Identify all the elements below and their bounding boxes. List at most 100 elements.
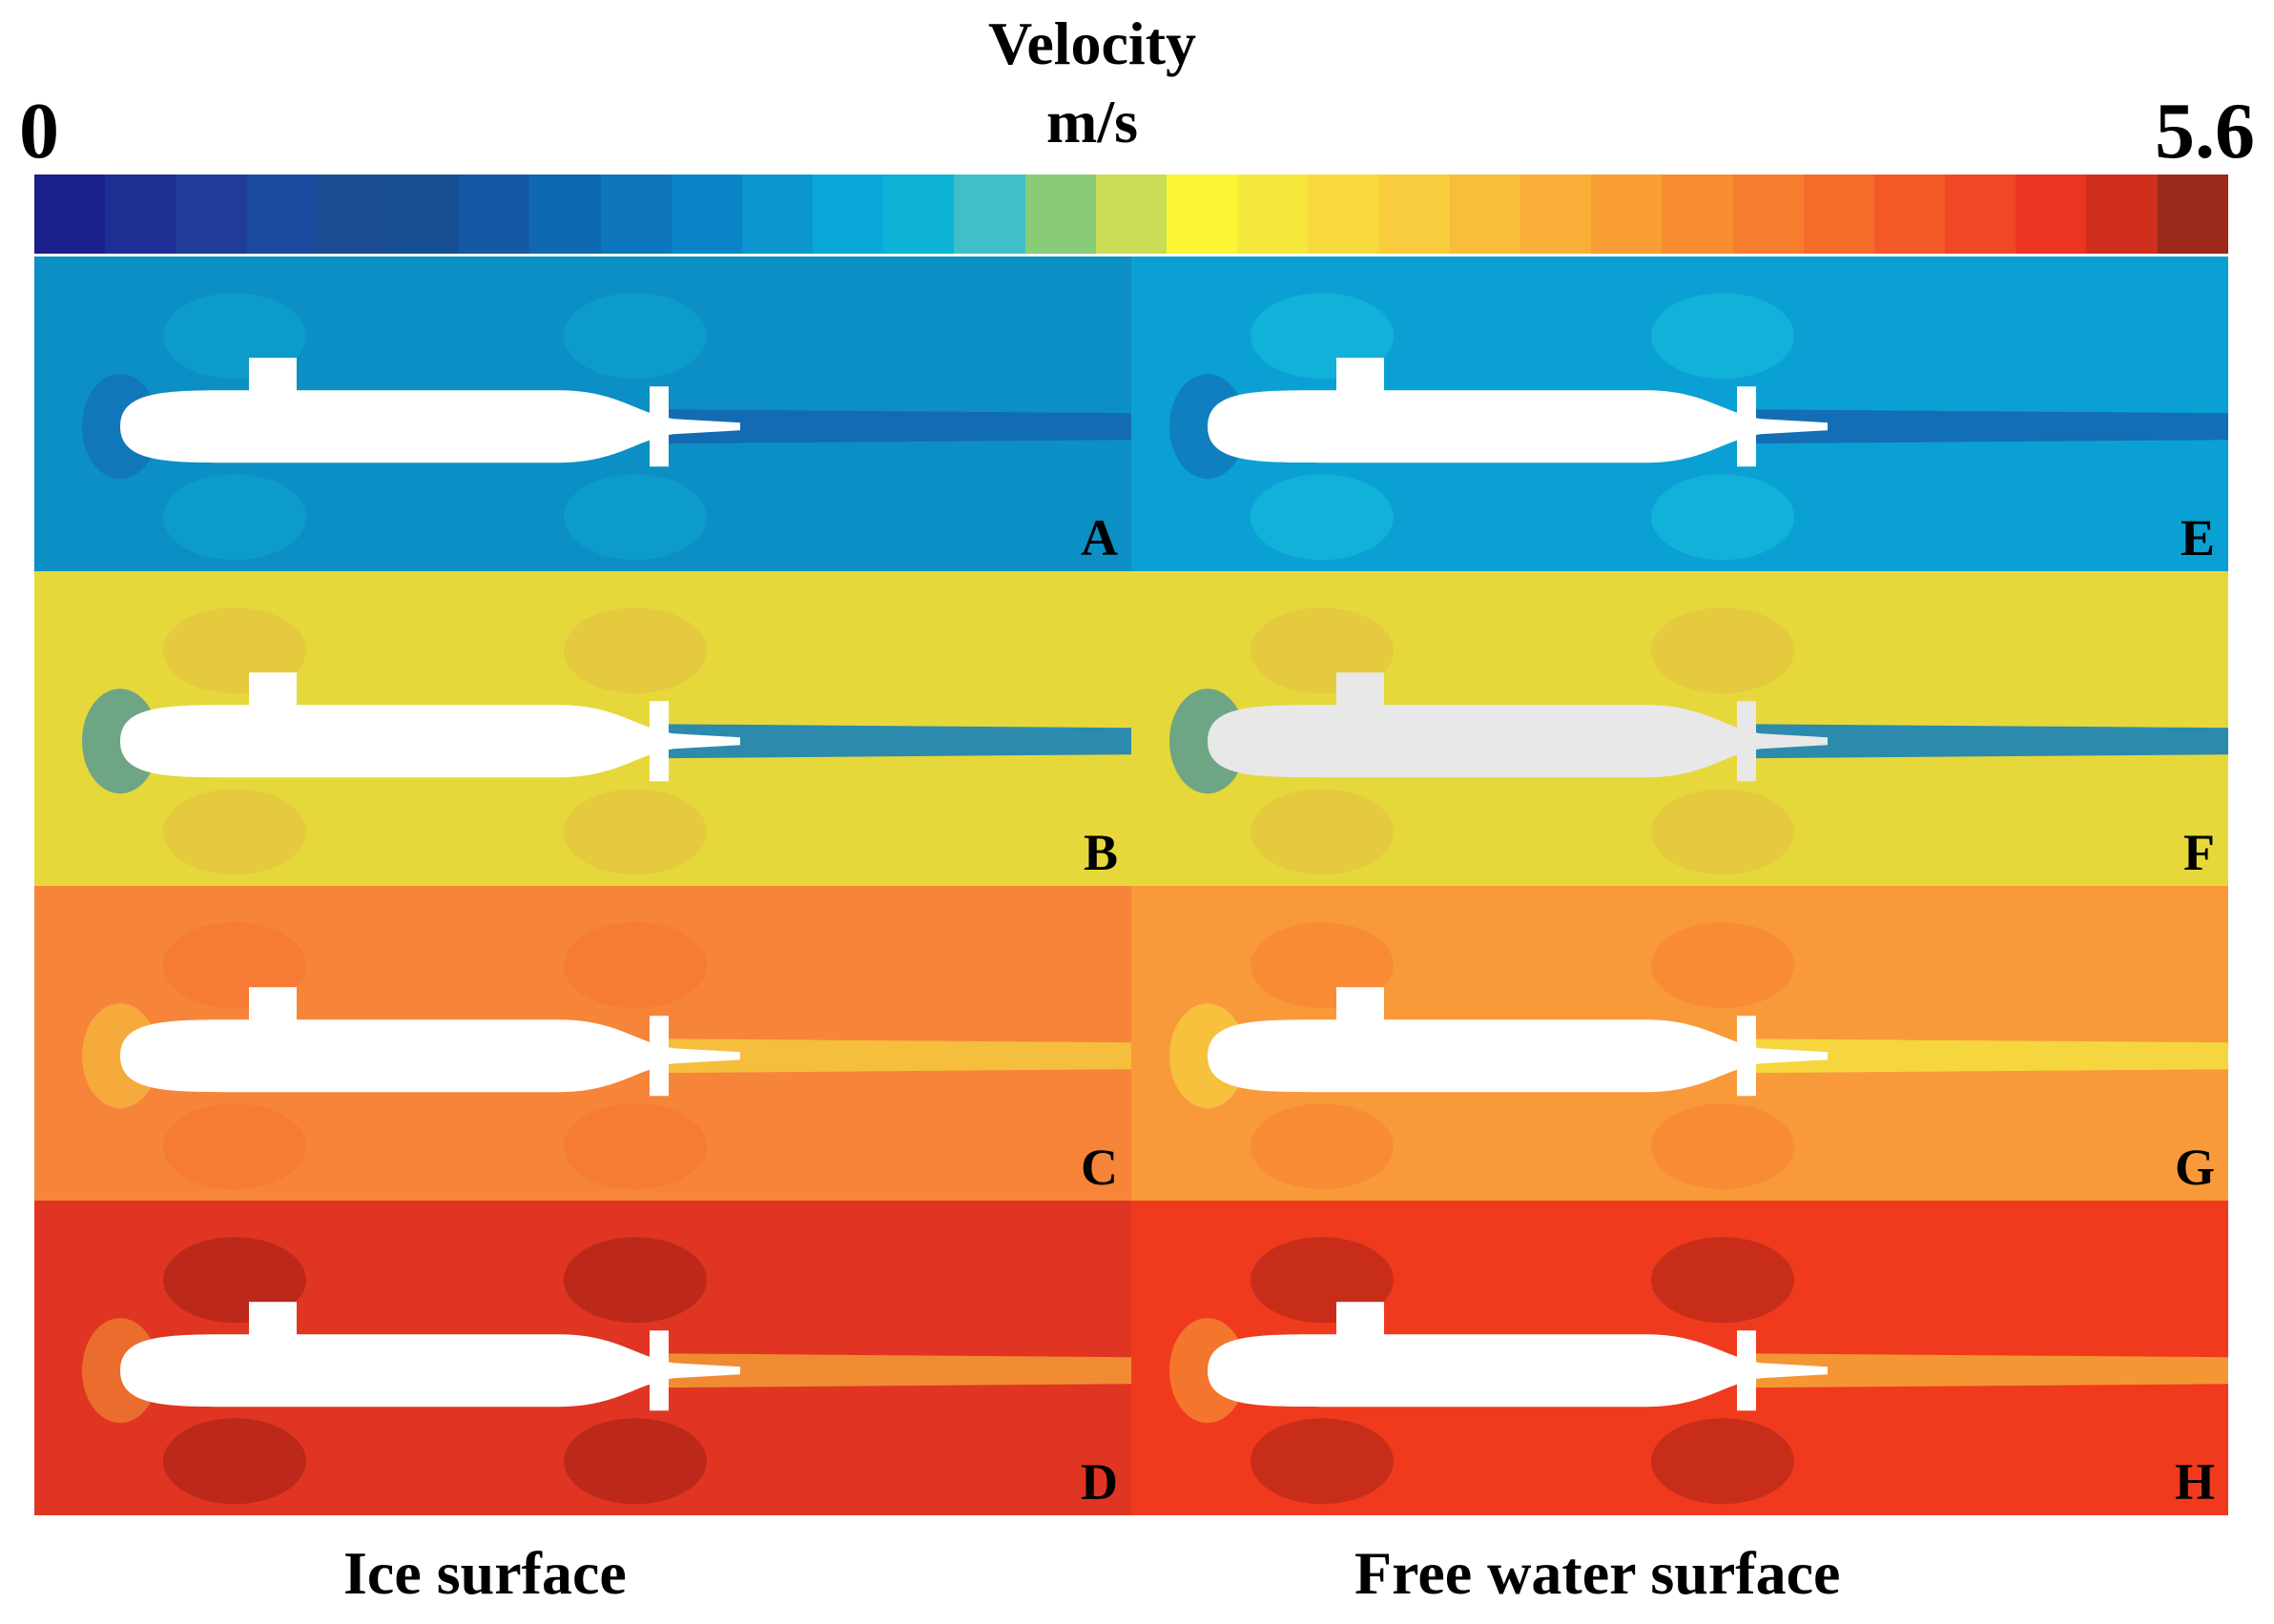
submarine-sail [249,987,297,1022]
colorbar-segment [883,175,955,254]
panel-label-h: H [2174,1453,2215,1511]
colorbar-segment [1024,175,1096,254]
pressure-lobe [564,474,707,561]
colorbar-segment [34,175,106,254]
pressure-lobe [163,293,306,380]
flow-contour [1169,607,2228,875]
submarine-stern-fins [650,386,669,467]
velocity-panel-g: G [1131,886,2228,1201]
colorbar-segment [246,175,318,254]
flow-contour [82,607,1131,875]
colorbar-segment [529,175,601,254]
pressure-lobe [1651,789,1794,875]
panel-label-a: A [1081,509,1118,566]
wake-streak [654,724,1131,759]
pressure-lobe [163,474,306,561]
submarine-hull [120,705,740,778]
legend-max-value: 5.6 [2155,87,2255,175]
wake-streak [654,409,1131,444]
wake-streak [654,1353,1131,1388]
pressure-lobe [1251,607,1394,694]
legend-title: Velocity [987,10,1197,77]
wake-streak [1742,724,2228,759]
pressure-lobe [1251,293,1394,380]
pressure-lobe [564,789,707,875]
wake-streak [1742,1038,2228,1074]
colorbar-segment [1095,175,1167,254]
colorbar-segment [1803,175,1874,254]
submarine-stern-fins [1737,1330,1756,1411]
colorbar-segment [1662,175,1733,254]
flow-contour [1169,1237,2228,1505]
submarine-sail [1336,1302,1384,1337]
pressure-lobe [163,789,306,875]
pressure-lobe [564,1103,707,1190]
panel-label-g: G [2174,1139,2215,1196]
submarine-hull [1208,705,1828,778]
colorbar-segment [387,175,460,254]
flow-contour [82,1237,1131,1505]
flow-contour [82,922,1131,1190]
velocity-panel-b: B [34,571,1131,886]
panel-label-e: E [2180,509,2215,566]
panel-label-c: C [1081,1139,1118,1196]
velocity-panel-f: F [1131,571,2228,886]
pressure-lobe [163,1103,306,1190]
wake-streak [654,1038,1131,1074]
colorbar-segment [1873,175,1946,254]
pressure-lobe [163,922,306,1009]
colorbar-segment [1237,175,1309,254]
pressure-lobe [564,1237,707,1324]
pressure-lobe [1651,922,1794,1009]
colorbar-segment [2157,175,2228,254]
colorbar-segment [176,175,247,254]
velocity-colorbar [34,175,2228,254]
pressure-lobe [163,1237,306,1324]
submarine-hull [120,390,740,463]
legend-min-value: 0 [19,87,59,175]
pressure-lobe [1251,922,1394,1009]
velocity-panel-h: H [1131,1201,2228,1515]
submarine-sail [249,672,297,708]
wake-streak [1742,1353,2228,1388]
submarine-hull [120,1019,740,1093]
colorbar-segment [600,175,672,254]
column-label-ice-surface: Ice surface [343,1539,627,1607]
colorbar-segment [105,175,176,254]
panel-label-d: D [1081,1453,1118,1511]
colorbar-segment [2086,175,2158,254]
colorbar-segment [1308,175,1379,254]
submarine-sail [1336,358,1384,393]
colorbar-segment [317,175,388,254]
colorbar-segment [741,175,814,254]
submarine-hull [1208,390,1828,463]
pressure-lobe [1251,789,1394,875]
submarine-sail [249,358,297,393]
pressure-lobe [1251,1418,1394,1505]
submarine-hull [120,1334,740,1408]
colorbar-segment [1449,175,1520,254]
pressure-lobe [1651,1103,1794,1190]
submarine-sail [1336,672,1384,708]
colorbar-segment [459,175,530,254]
colorbar-segment [954,175,1025,254]
legend-unit: m/s [1046,88,1138,155]
panel-label-b: B [1083,824,1118,881]
colorbar-segment [813,175,884,254]
submarine-stern-fins [650,1016,669,1097]
colorbar-segment [1167,175,1238,254]
pressure-lobe [564,293,707,380]
pressure-lobe [1651,1237,1794,1324]
panel-label-f: F [2183,824,2215,881]
flow-contour [1169,922,2228,1190]
velocity-panel-a: A [34,257,1131,571]
submarine-sail [1336,987,1384,1022]
pressure-lobe [163,607,306,694]
submarine-stern-fins [650,1330,669,1411]
flow-contour [82,293,1131,561]
pressure-lobe [1651,474,1794,561]
column-label-free-water-surface: Free water surface [1354,1539,1841,1607]
submarine-stern-fins [650,701,669,782]
colorbar-segment [1519,175,1592,254]
submarine-hull [1208,1019,1828,1093]
